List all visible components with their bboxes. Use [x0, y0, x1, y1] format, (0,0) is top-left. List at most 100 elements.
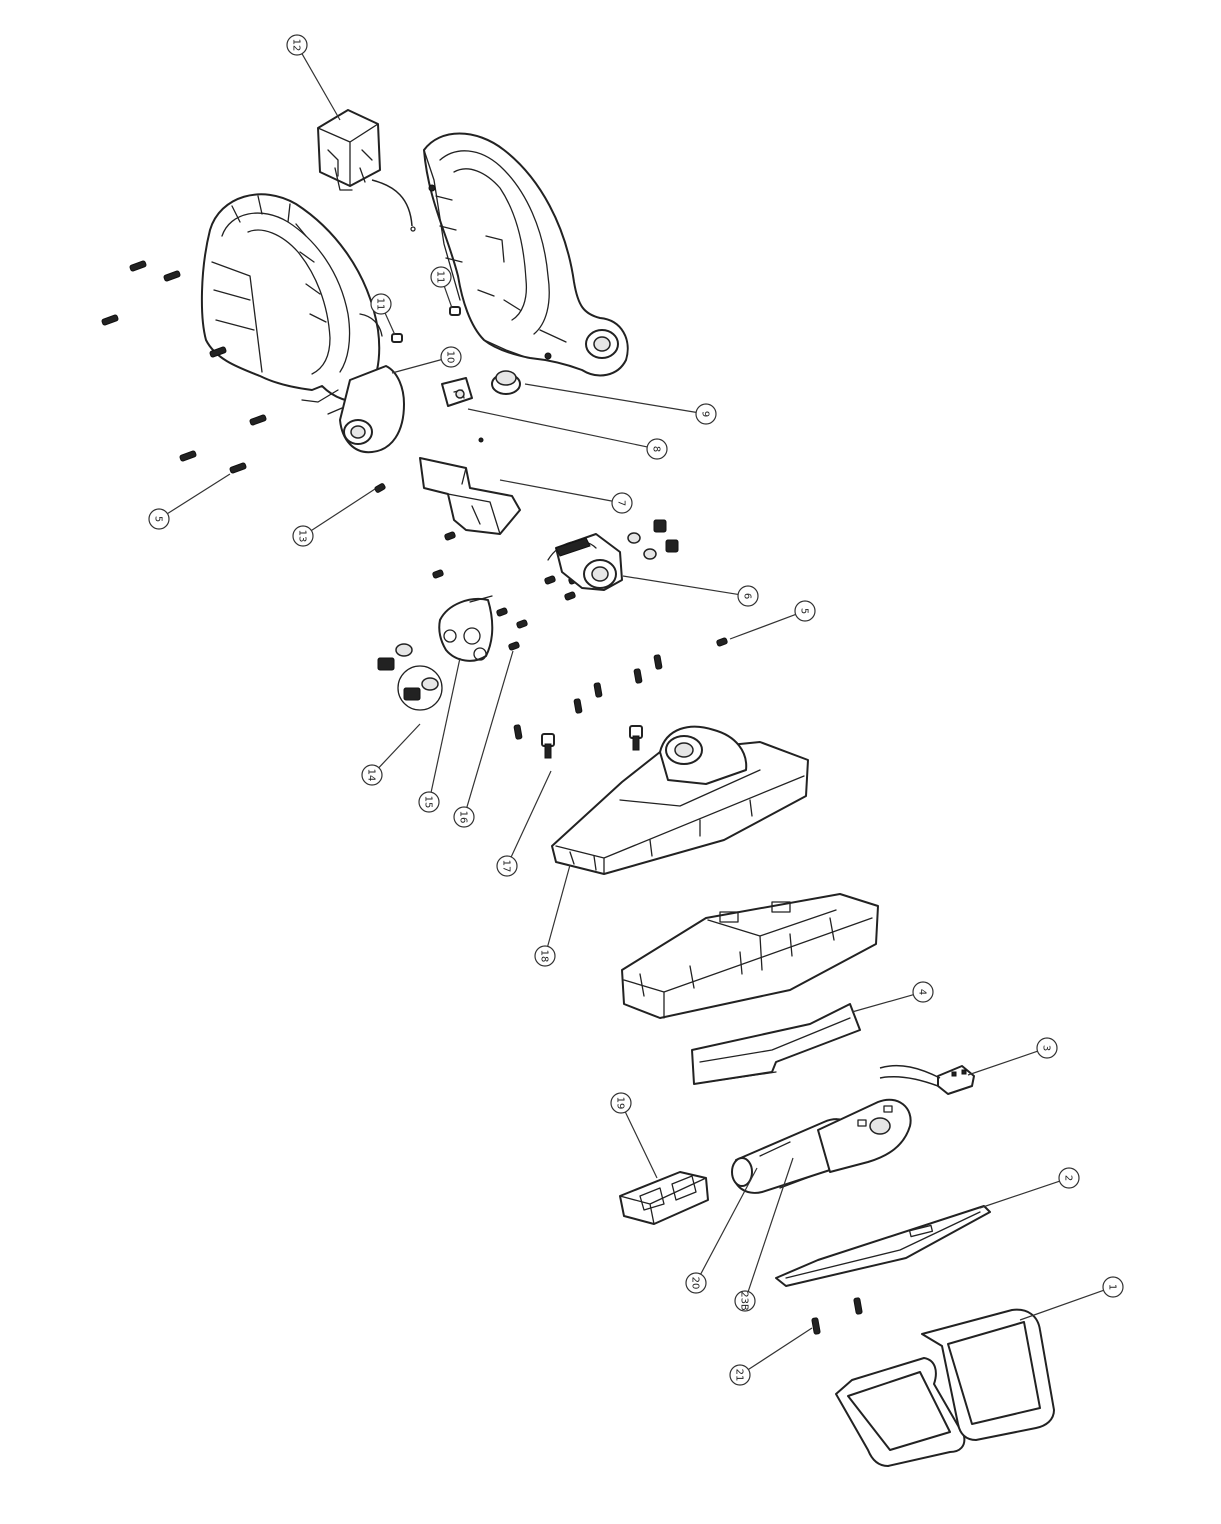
- callout-leader: [467, 408, 648, 448]
- callout-circle: [794, 600, 816, 622]
- callout-leader: [384, 312, 396, 336]
- callout-leader: [443, 286, 453, 309]
- callout-leader: [851, 994, 914, 1013]
- part-switch: [441, 377, 473, 407]
- callout-leader: [499, 479, 613, 502]
- callout-circle: [611, 492, 633, 514]
- callout-circle: [695, 403, 717, 425]
- callout-6: 7: [499, 479, 633, 514]
- callout-circle: [729, 1364, 751, 1386]
- callout-circle: [1058, 1167, 1080, 1189]
- part-pin-left: [391, 333, 403, 343]
- part-lower-tray: [621, 893, 879, 1019]
- callout-circle: [1102, 1276, 1124, 1298]
- callout-circle: [286, 34, 308, 56]
- callout-17: 3: [967, 1037, 1058, 1076]
- part-screws-bottom: [811, 1297, 863, 1335]
- callout-circle: [610, 1092, 632, 1114]
- callout-leader: [700, 1167, 758, 1275]
- callout-leader: [979, 1180, 1060, 1209]
- callout-label: 10: [445, 351, 456, 364]
- part-springs: [377, 643, 443, 711]
- callout-19: 2: [979, 1167, 1080, 1209]
- callout-label: 12: [291, 39, 302, 52]
- part-switch-block: [619, 1171, 709, 1225]
- callout-label: 8: [651, 446, 662, 452]
- callout-circle: [496, 855, 518, 877]
- callout-3: 10: [391, 346, 462, 374]
- callout-label: 15: [423, 796, 434, 809]
- callout-label: 5: [153, 516, 164, 522]
- callout-circle: [370, 293, 392, 315]
- callout-label: 19: [615, 1097, 626, 1110]
- callout-7: 5: [148, 473, 231, 530]
- callout-label: 5: [799, 608, 810, 614]
- callout-leader: [748, 1327, 813, 1371]
- callout-14: 17: [496, 770, 552, 877]
- callout-13: 16: [453, 650, 514, 828]
- part-bracket: [419, 437, 521, 535]
- part-connector: [879, 1064, 975, 1095]
- callout-leader: [729, 613, 796, 640]
- callout-9: 6: [622, 575, 759, 607]
- callout-label: 7: [616, 500, 627, 506]
- callout-circle: [1036, 1037, 1058, 1059]
- part-flat-plate: [775, 1205, 991, 1287]
- callout-leader: [466, 650, 514, 808]
- callout-leader: [624, 1111, 658, 1179]
- part-cover-plate: [691, 1003, 861, 1085]
- callout-circle: [292, 525, 314, 547]
- callout-leader: [430, 657, 461, 793]
- callout-leader: [747, 1157, 794, 1292]
- callout-leader: [301, 53, 341, 121]
- callout-circle: [453, 806, 475, 828]
- callout-leader: [547, 864, 571, 947]
- part-left-housing: [200, 193, 405, 454]
- callout-circle: [534, 945, 556, 967]
- callout-15: 18: [534, 864, 571, 967]
- callout-leader: [524, 383, 697, 413]
- callout-label: 1: [1107, 1284, 1118, 1290]
- callout-label: 21: [734, 1369, 745, 1382]
- callout-leader: [622, 575, 739, 596]
- callout-leader: [391, 359, 442, 374]
- callout-circle: [440, 346, 462, 368]
- callout-leader: [311, 488, 376, 532]
- callout-1: 11: [370, 293, 396, 336]
- callout-label: 11: [375, 298, 386, 311]
- callout-leader: [967, 1050, 1038, 1076]
- callout-label: 4: [917, 989, 928, 995]
- part-upper-tray: [551, 725, 809, 875]
- callout-circle: [361, 764, 383, 786]
- part-screw-13: [374, 483, 386, 493]
- callout-12: 15: [418, 657, 461, 813]
- callout-circle: [418, 791, 440, 813]
- callout-label: 11: [435, 271, 446, 284]
- callout-label: 16: [458, 811, 469, 824]
- callout-leader: [510, 770, 552, 858]
- callout-21: 23B: [734, 1157, 794, 1312]
- part-screws-left: [101, 260, 267, 474]
- callout-label: 20: [690, 1277, 701, 1290]
- callout-label: 17: [501, 860, 512, 873]
- callout-5: 8: [467, 408, 668, 460]
- callout-leader: [167, 473, 231, 515]
- callout-label: 18: [539, 950, 550, 963]
- callout-leader: [378, 723, 421, 769]
- part-gear-housing: [547, 519, 679, 591]
- callout-circle: [430, 266, 452, 288]
- callout-22: 1: [1019, 1276, 1124, 1321]
- callout-leader: [1019, 1289, 1104, 1321]
- part-motor-assembly: [731, 1098, 912, 1194]
- part-top-module: [317, 109, 416, 232]
- callout-label: 2: [1063, 1175, 1074, 1181]
- callout-circle: [912, 981, 934, 1003]
- callout-label: 6: [742, 593, 753, 599]
- callout-0: 12: [286, 34, 341, 121]
- callout-2: 11: [430, 266, 453, 309]
- callout-label: 9: [700, 411, 711, 417]
- part-knob: [491, 370, 521, 395]
- callout-label: 13: [297, 530, 308, 543]
